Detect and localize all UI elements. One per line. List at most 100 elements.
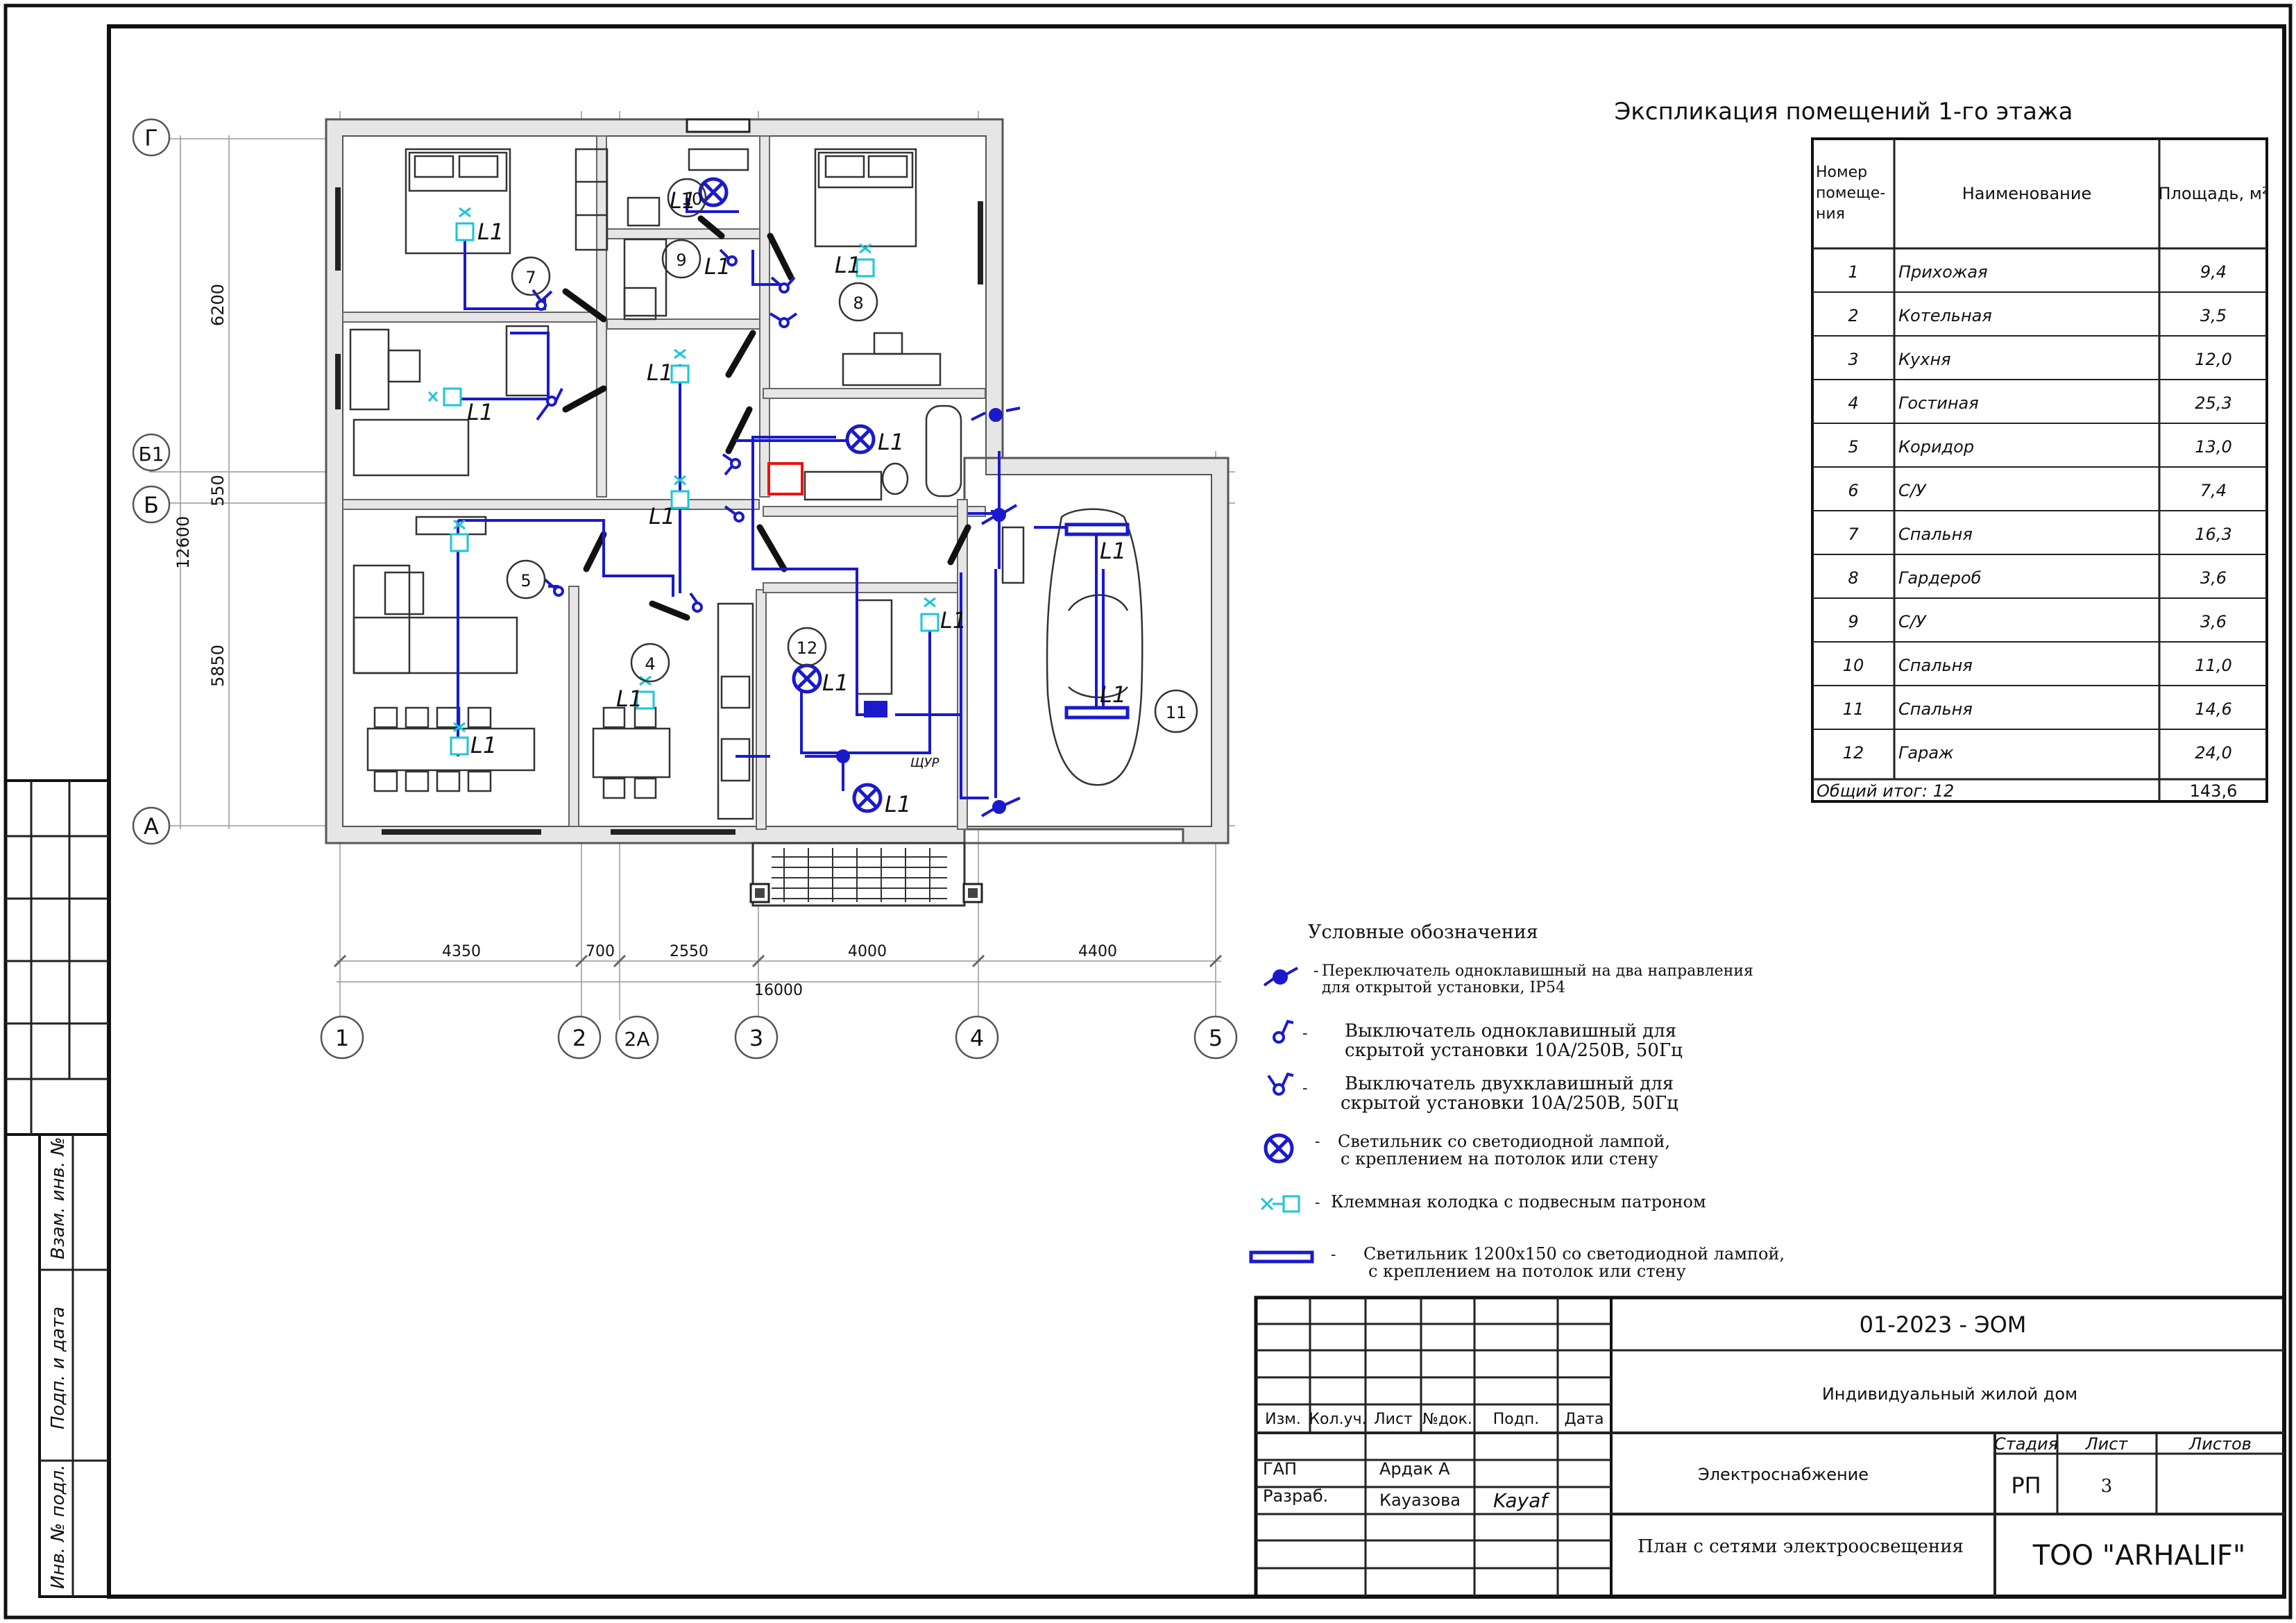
svg-text:L1: L1 xyxy=(940,607,967,634)
table-cell-name: С/У xyxy=(1898,481,1927,500)
table-cell-area: 14,6 xyxy=(2195,699,2231,719)
terminal-box-icon xyxy=(427,207,939,756)
linear-lamp-icon xyxy=(1249,1250,1314,1264)
svg-text:550: 550 xyxy=(208,475,228,507)
table-cell-area: 11,0 xyxy=(2195,656,2231,675)
header-area: Площадь, м² xyxy=(2158,184,2268,203)
svg-text:L1: L1 xyxy=(616,686,643,712)
svg-text:4000: 4000 xyxy=(848,943,887,960)
svg-text:№док.: №док. xyxy=(1422,1411,1472,1428)
table-cell-num: 12 xyxy=(1843,743,1864,763)
single-switch-icon xyxy=(1273,1019,1294,1044)
stage-value: РП xyxy=(2011,1472,2041,1499)
table-cell-name: Кухня xyxy=(1898,350,1951,369)
svg-text:Изм.: Изм. xyxy=(1265,1411,1301,1428)
stamp-label-invno: Инв. № подл. xyxy=(48,1465,69,1589)
svg-text:Светильник 1200х150 со светоди: Светильник 1200х150 со светодиодной ламп… xyxy=(1363,1244,1785,1264)
doc-code: 01-2023 - ЭОМ xyxy=(1860,1311,2027,1338)
table-cell-num: 1 xyxy=(1848,262,1858,282)
table-cell-area: 3,6 xyxy=(2200,612,2227,631)
sheet-title: План с сетями электроосвещения xyxy=(1638,1536,1964,1557)
role-dev: Разраб. xyxy=(1263,1486,1328,1506)
table-cell-num: 7 xyxy=(1848,525,1859,544)
table-cell-num: 9 xyxy=(1848,612,1858,631)
svg-text:Стадия: Стадия xyxy=(1994,1434,2058,1454)
stamp-label-replace: Взам. инв. № xyxy=(48,1137,69,1259)
svg-text:700: 700 xyxy=(586,943,615,960)
svg-text:4400: 4400 xyxy=(1078,943,1117,960)
lamp-labels: L1 L1 L1 L1 L1 L1 L1 L1 L1 L1 L1 L1 L1 L… xyxy=(467,187,1126,817)
svg-text:L1: L1 xyxy=(670,187,696,214)
shield-label: ЩУР xyxy=(910,756,939,770)
signature: Kayaf xyxy=(1493,1489,1550,1512)
svg-text:L1: L1 xyxy=(878,429,904,455)
terminal-box-icon xyxy=(1260,1195,1300,1213)
name-dev: Кауазова xyxy=(1379,1490,1461,1510)
two-way-switch-icon xyxy=(1263,967,1298,987)
linear-lamp-icon xyxy=(1064,522,1130,720)
table-cell-num: 11 xyxy=(1843,699,1864,719)
doors xyxy=(562,215,971,621)
table-cell-num: 3 xyxy=(1848,350,1858,369)
stamp-label-signdate: Подп. и дата xyxy=(48,1307,69,1429)
svg-text:Выключатель двухклавишный для: Выключатель двухклавишный для xyxy=(1345,1073,1674,1094)
svg-text:10: 10 xyxy=(681,189,703,209)
svg-text:16000: 16000 xyxy=(754,982,803,999)
switches xyxy=(532,248,1021,817)
sheet-value: 3 xyxy=(2101,1476,2113,1497)
legend: Условные обозначения Переключатель однок… xyxy=(1249,921,1785,1281)
svg-text:1: 1 xyxy=(335,1025,349,1051)
svg-text:-: - xyxy=(1302,1025,1307,1042)
led-lamp-icon xyxy=(1264,1133,1294,1164)
side-stamp: Взам. инв. № Подп. и дата Инв. № подл. xyxy=(4,779,110,1598)
svg-text:8: 8 xyxy=(853,294,863,313)
svg-text:2А: 2А xyxy=(624,1028,650,1051)
company-name: ТОО "ARHALIF" xyxy=(2032,1540,2246,1572)
axis-letter: А xyxy=(144,813,159,840)
svg-text:7: 7 xyxy=(525,268,536,287)
svg-text:L1: L1 xyxy=(1100,538,1126,564)
svg-text:-: - xyxy=(1331,1246,1336,1264)
axis-letter: Б xyxy=(144,492,159,518)
table-cell-name: Гараж xyxy=(1898,743,1954,763)
svg-text:с креплением на потолок или ст: с креплением на потолок или стену xyxy=(1341,1149,1658,1169)
table-cell-num: 8 xyxy=(1848,568,1858,588)
table-cell-area: 24,0 xyxy=(2195,743,2231,763)
svg-text:-: - xyxy=(1313,962,1318,980)
explication-table: Экспликация помещений 1-го этажа xyxy=(1615,98,2268,803)
role-gap: ГАП xyxy=(1263,1459,1297,1479)
total-area: 143,6 xyxy=(2190,781,2238,801)
total-label: Общий итог: 12 xyxy=(1817,781,1954,801)
name-gap: Ардак А xyxy=(1379,1459,1450,1479)
table-cell-name: Спальня xyxy=(1898,699,1973,719)
table-cell-name: Котельная xyxy=(1898,306,1992,325)
vertical-dimensions: 6200 550 5850 12600 xyxy=(173,284,228,687)
svg-text:Листов: Листов xyxy=(2188,1434,2252,1454)
svg-text:Светильник со светодиодной лам: Светильник со светодиодной лампой, xyxy=(1338,1132,1670,1151)
svg-text:9: 9 xyxy=(676,250,686,270)
svg-text:11: 11 xyxy=(1166,703,1187,722)
svg-text:-: - xyxy=(1302,1080,1307,1097)
svg-text:-: - xyxy=(1315,1194,1320,1212)
table-cell-name: Спальня xyxy=(1898,656,1973,675)
table-cell-name: Гардероб xyxy=(1898,568,1982,588)
header-name: Наименование xyxy=(1962,184,2092,203)
svg-text:L1: L1 xyxy=(885,791,911,817)
table-cell-num: 5 xyxy=(1848,437,1858,457)
svg-text:5850: 5850 xyxy=(208,645,228,687)
table-cell-area: 12,0 xyxy=(2195,350,2231,369)
axis-letter: Г xyxy=(144,125,158,151)
svg-text:4350: 4350 xyxy=(442,943,481,960)
svg-text:-: - xyxy=(1315,1133,1320,1150)
svg-text:Лист: Лист xyxy=(1374,1411,1413,1428)
table-cell-num: 4 xyxy=(1848,393,1858,413)
svg-text:L1: L1 xyxy=(704,253,731,280)
horizontal-dimensions: 4350 700 2550 4000 4400 16000 xyxy=(333,943,1223,999)
svg-text:12: 12 xyxy=(797,638,818,658)
svg-text:6200: 6200 xyxy=(208,284,228,326)
svg-text:5: 5 xyxy=(520,571,531,590)
room-numbers: 7 10 9 8 5 4 12 11 xyxy=(506,178,1198,733)
svg-text:L1: L1 xyxy=(835,252,861,278)
